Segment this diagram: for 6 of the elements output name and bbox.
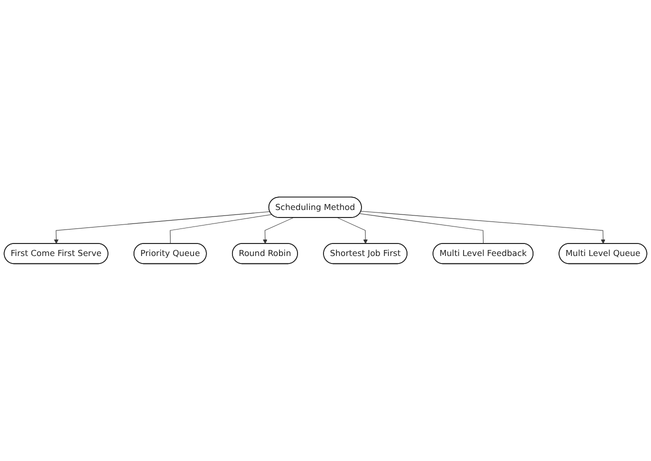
connector	[359, 213, 484, 244]
connector	[170, 214, 272, 244]
arrow	[262, 218, 294, 244]
arrow	[337, 218, 368, 244]
arrow	[54, 211, 270, 244]
arrow	[360, 211, 606, 244]
